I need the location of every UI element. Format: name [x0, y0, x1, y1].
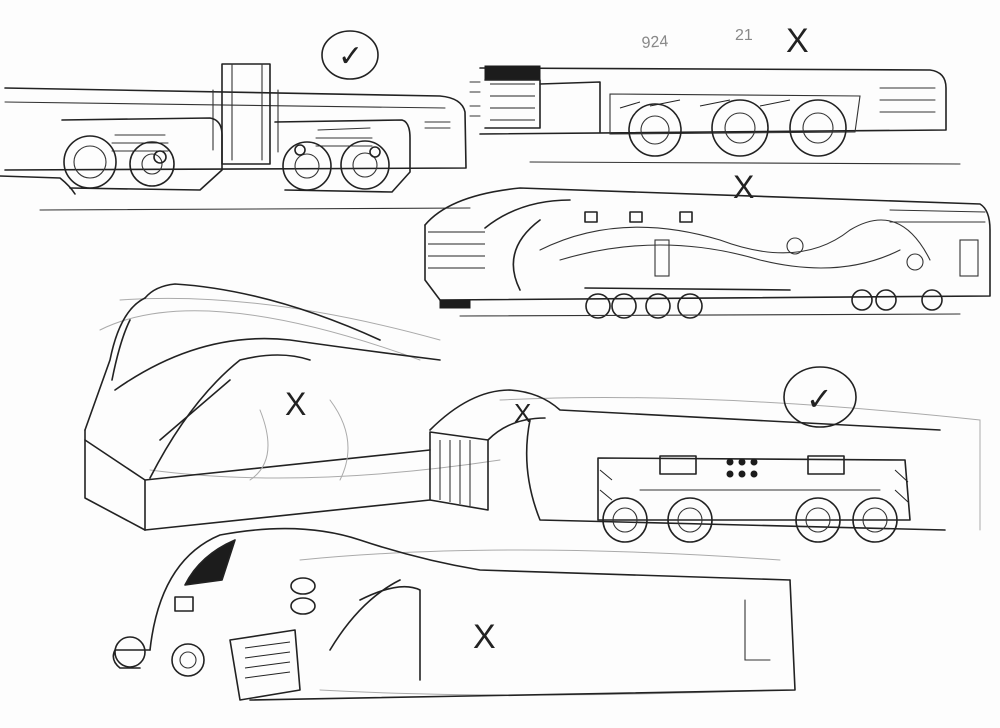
check-mark-1: ✓ [338, 40, 363, 73]
locomotive-sketch-2: X [469, 22, 961, 165]
check-mark-5: ✓ [806, 381, 833, 417]
cross-mark-2: X [786, 22, 809, 60]
locomotive-sketch-1: ✓ [0, 30, 471, 211]
pencil-note-2: 21 [735, 27, 753, 44]
cross-mark-5b: X [514, 398, 531, 428]
cross-mark-6: X [473, 618, 496, 656]
locomotive-sketch-3: X [424, 169, 991, 319]
perspective-sketch-4: X [84, 283, 501, 531]
perspective-sketch-6: X [112, 527, 796, 701]
cross-mark-4: X [285, 386, 306, 422]
pencil-note-1: 924 [641, 33, 669, 52]
locomotive-sketch-5: ✓ X [429, 366, 981, 543]
cross-mark-3: X [733, 169, 754, 205]
